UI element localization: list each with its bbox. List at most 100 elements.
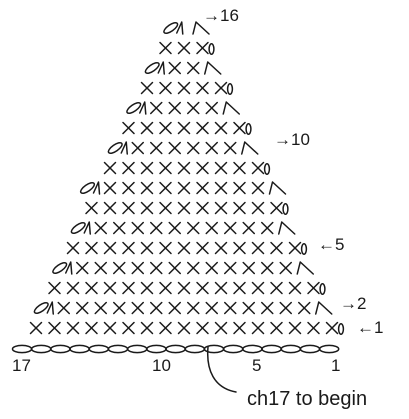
single-crochet-symbol	[187, 61, 200, 75]
turning-chain-symbol	[263, 163, 271, 175]
single-crochet-symbol	[270, 321, 283, 335]
single-crochet-symbol	[159, 121, 172, 135]
single-crochet-symbol	[307, 321, 320, 335]
single-crochet-symbol	[196, 81, 209, 95]
single-crochet-symbol	[288, 241, 302, 255]
single-crochet-symbol	[113, 261, 126, 275]
single-crochet-symbol	[76, 301, 89, 315]
single-crochet-symbol	[187, 261, 200, 275]
single-crochet-symbol	[233, 181, 246, 195]
turning-chain-symbol	[319, 283, 326, 295]
single-crochet-symbol	[131, 261, 144, 275]
row-label-2: →2	[340, 294, 366, 313]
single-crochet-symbol	[261, 261, 274, 275]
row-label-1: ←1	[357, 318, 383, 337]
decrease-right-symbol	[278, 221, 296, 235]
row-marker-1: ←1	[357, 318, 383, 337]
chain-stitch-symbol	[88, 344, 110, 354]
single-crochet-symbol	[177, 41, 191, 55]
single-crochet-symbol	[177, 81, 191, 95]
single-crochet-symbol	[196, 41, 209, 55]
single-crochet-symbol	[307, 281, 320, 295]
chain-stitch-symbol	[165, 344, 186, 354]
single-crochet-symbol	[177, 161, 191, 175]
single-crochet-symbol	[214, 201, 228, 215]
single-crochet-symbol	[214, 181, 228, 195]
single-crochet-symbol	[177, 181, 191, 195]
single-crochet-symbol	[251, 161, 265, 175]
single-crochet-symbol	[168, 61, 181, 75]
single-crochet-symbol	[214, 241, 228, 255]
single-crochet-symbol	[94, 261, 107, 275]
single-crochet-symbol	[122, 321, 135, 335]
single-crochet-symbol	[168, 261, 181, 275]
single-crochet-symbol	[159, 161, 172, 175]
row-marker-16: →16	[203, 6, 239, 25]
single-crochet-symbol	[122, 121, 135, 135]
chain-stitch-symbol	[280, 344, 302, 354]
single-crochet-symbol	[85, 241, 98, 255]
decrease-right-symbol	[222, 101, 240, 115]
single-crochet-symbol	[251, 241, 265, 255]
single-crochet-symbol	[261, 301, 274, 315]
single-crochet-symbol	[168, 221, 181, 235]
single-crochet-symbol	[103, 181, 117, 195]
single-crochet-symbol	[168, 141, 181, 155]
single-crochet-symbol	[233, 241, 246, 255]
single-crochet-symbol	[113, 301, 126, 315]
single-crochet-symbol	[187, 221, 200, 235]
single-crochet-symbol	[140, 201, 154, 215]
single-crochet-symbol	[76, 261, 89, 275]
single-crochet-symbol	[196, 321, 209, 335]
single-crochet-symbol	[140, 161, 154, 175]
single-crochet-symbol	[233, 161, 246, 175]
turning-chain-symbol	[300, 243, 308, 255]
chain-stitch-symbol	[261, 344, 282, 354]
single-crochet-symbol	[131, 141, 144, 155]
single-crochet-symbol	[140, 281, 154, 295]
single-crochet-symbol	[140, 121, 154, 135]
decrease-right-symbol	[315, 301, 333, 315]
chain-count-5: 5	[252, 356, 261, 375]
decrease-right-symbol	[296, 261, 314, 275]
single-crochet-symbol	[66, 281, 80, 295]
decrease-right-symbol	[204, 61, 222, 75]
single-crochet-symbol	[205, 301, 218, 315]
decrease-left-symbol	[33, 301, 54, 315]
single-crochet-symbol	[94, 301, 107, 315]
single-crochet-symbol	[233, 321, 246, 335]
single-crochet-symbol	[177, 201, 191, 215]
decrease-left-symbol	[70, 221, 91, 235]
single-crochet-symbol	[159, 281, 172, 295]
single-crochet-symbol	[103, 321, 117, 335]
chain-stitch-symbol	[126, 344, 148, 354]
chain-stitch-symbol	[50, 344, 71, 354]
single-crochet-symbol	[150, 141, 163, 155]
decrease-left-symbol	[144, 61, 165, 75]
single-crochet-symbol	[159, 41, 172, 55]
single-crochet-symbol	[224, 141, 237, 155]
single-crochet-symbol	[261, 221, 274, 235]
single-crochet-symbol	[325, 321, 339, 335]
single-crochet-symbol	[214, 281, 228, 295]
single-crochet-symbol	[196, 161, 209, 175]
single-crochet-symbol	[94, 221, 107, 235]
foundation-chain	[11, 344, 340, 354]
single-crochet-symbol	[159, 321, 172, 335]
single-crochet-symbol	[177, 241, 191, 255]
single-crochet-symbol	[131, 221, 144, 235]
decrease-left-symbol	[79, 181, 101, 195]
chain-stitch-symbol	[11, 344, 33, 354]
single-crochet-symbol	[279, 261, 292, 275]
callout-line	[206, 346, 237, 393]
single-crochet-symbol	[187, 101, 200, 115]
single-crochet-symbol	[233, 121, 246, 135]
turning-chain-symbol	[282, 203, 289, 215]
row-label-16: →16	[203, 6, 239, 25]
single-crochet-symbol	[150, 261, 163, 275]
single-crochet-symbol	[298, 301, 311, 315]
chain-stitch-symbol	[30, 344, 52, 354]
single-crochet-symbol	[205, 221, 218, 235]
single-crochet-symbol	[150, 221, 163, 235]
single-crochet-symbol	[177, 281, 191, 295]
